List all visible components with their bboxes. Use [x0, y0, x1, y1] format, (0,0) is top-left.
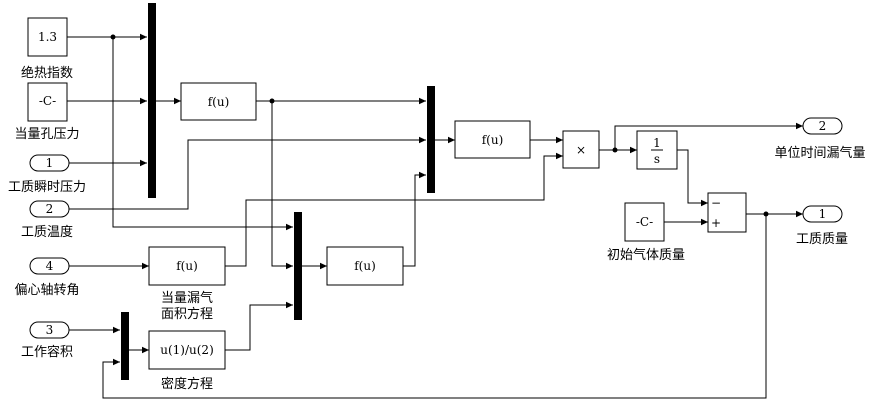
inport-3-label: 工作容积	[21, 344, 73, 360]
outport-1[interactable]: 1	[802, 205, 843, 223]
wire-fcntop-branch	[271, 101, 293, 270]
wire-density-mux3	[225, 301, 293, 351]
mux-bar-2[interactable]	[427, 86, 435, 193]
fcn-block-area-label-1: 当量漏气	[161, 290, 213, 306]
area-pressure-constant-value: -C-	[39, 94, 56, 108]
sum-plus-sign: +	[711, 216, 721, 230]
density-block-expr: u(1)/u(2)	[160, 343, 214, 357]
initial-mass-constant-label: 初始气体质量	[607, 247, 685, 263]
inport-4-label: 偏心轴转角	[14, 283, 79, 298]
wire-gamma-branch	[112, 37, 293, 231]
junction-dot	[110, 34, 116, 40]
wire-in2-mux2	[69, 136, 426, 210]
fcn-block-mid[interactable]: f(u)	[326, 246, 404, 286]
outport-2-label: 单位时间漏气量	[774, 145, 865, 161]
junction-dot	[763, 211, 769, 217]
inport-1[interactable]: 1	[29, 154, 70, 172]
inport-3[interactable]: 3	[29, 321, 70, 339]
outport-1-label: 工质质量	[796, 232, 848, 247]
inport-1-label: 工质瞬时压力	[8, 180, 86, 195]
wire-integrator-sum	[677, 149, 708, 207]
wire-fcnmid-mux2	[403, 171, 426, 267]
density-block[interactable]: u(1)/u(2)	[148, 330, 226, 370]
initial-mass-constant-value: -C-	[636, 215, 653, 229]
fcn-block-mid-expr: f(u)	[354, 259, 376, 273]
mux-bar-1[interactable]	[148, 3, 156, 198]
area-pressure-constant-label: 当量孔压力	[14, 127, 79, 142]
wire-feedback	[102, 214, 767, 399]
inport-2[interactable]: 2	[29, 200, 70, 218]
junction-dot	[612, 147, 618, 153]
gamma-constant-value: 1.3	[38, 30, 57, 44]
outport-2[interactable]: 2	[802, 117, 843, 135]
fcn-block-area-expr: f(u)	[176, 259, 198, 273]
gamma-constant-block[interactable]: 1.3	[27, 17, 68, 57]
sum-minus-sign: −	[711, 196, 721, 210]
mux-bar-3[interactable]	[294, 212, 302, 320]
wire-fcnarea-product	[225, 152, 563, 267]
integrator-numerator: 1	[653, 136, 661, 150]
integrator-denominator: s	[654, 152, 660, 166]
inport-4[interactable]: 4	[29, 257, 70, 275]
inport-1-number: 1	[46, 156, 54, 170]
inport-2-label: 工质温度	[21, 224, 73, 240]
mux-bar-4[interactable]	[121, 312, 129, 380]
fcn-block-area-label-2: 面积方程	[161, 306, 213, 322]
fcn-block-top[interactable]: f(u)	[180, 82, 257, 121]
sum-block[interactable]: − +	[707, 192, 747, 233]
fcn-block-area[interactable]: f(u)	[148, 246, 226, 286]
inport-3-number: 3	[46, 323, 54, 337]
junction-dot	[269, 98, 275, 104]
fcn-block-leak-expr: f(u)	[482, 133, 504, 147]
initial-mass-constant-block[interactable]: -C-	[624, 202, 665, 242]
gamma-constant-label: 绝热指数	[21, 65, 73, 81]
fcn-block-top-expr: f(u)	[208, 95, 230, 109]
fcn-block-leak[interactable]: f(u)	[454, 120, 531, 159]
inport-4-number: 4	[46, 259, 54, 273]
inport-2-number: 2	[46, 202, 54, 216]
density-block-label: 密度方程	[161, 376, 213, 392]
outport-2-number: 2	[819, 119, 827, 133]
integrator-block[interactable]: 1 s	[636, 130, 678, 170]
product-block-symbol: ×	[576, 143, 586, 157]
wire-product-out2	[614, 122, 803, 150]
outport-1-number: 1	[819, 207, 827, 221]
area-pressure-constant-block[interactable]: -C-	[27, 82, 68, 122]
product-block[interactable]: ×	[562, 130, 600, 169]
